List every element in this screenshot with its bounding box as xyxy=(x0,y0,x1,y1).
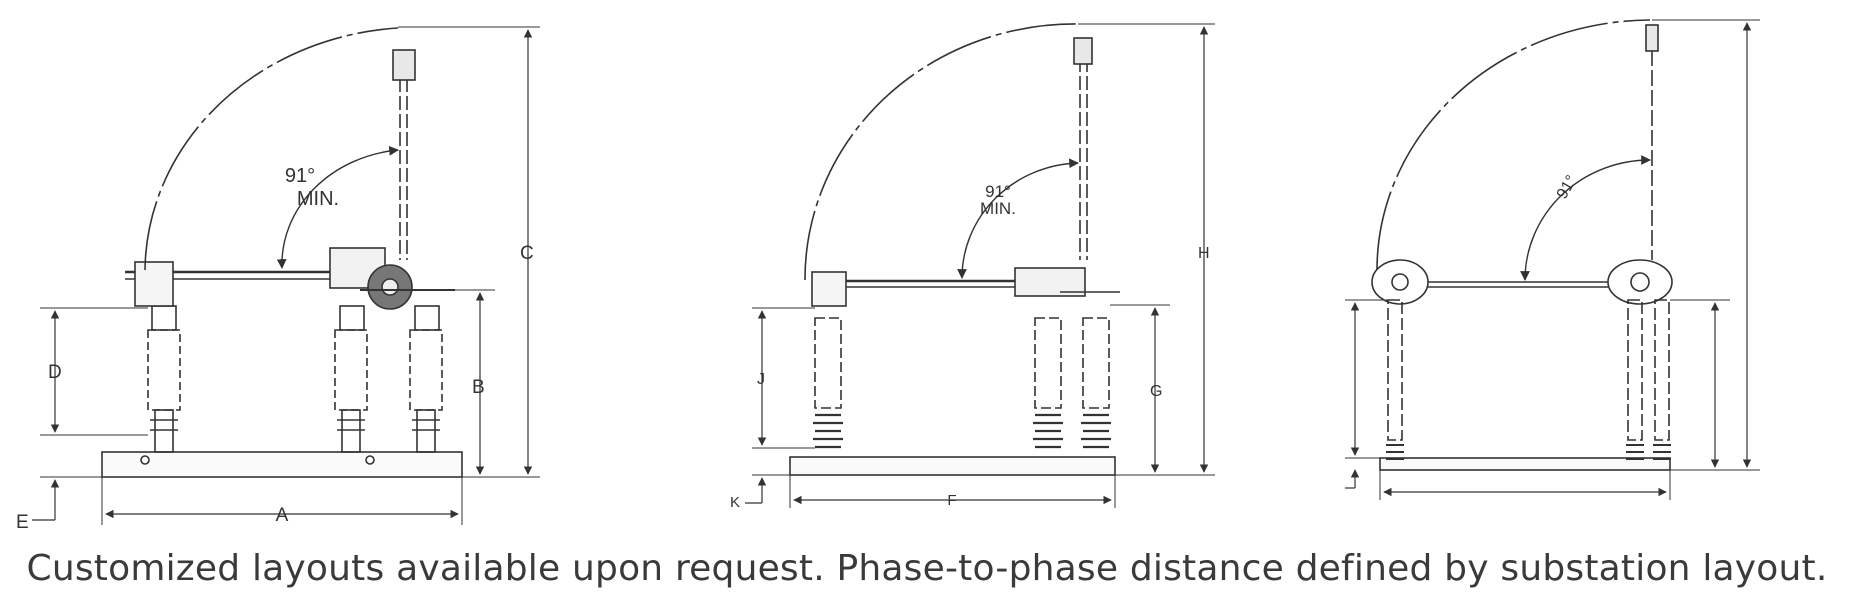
center-labels: 91° MIN. H G J K F xyxy=(730,182,1210,511)
left-dim-e: E xyxy=(16,512,29,530)
left-dim-a: A xyxy=(276,505,289,526)
center-insulator-1 xyxy=(813,317,843,449)
center-view xyxy=(745,23,1215,508)
center-base xyxy=(789,456,1116,476)
left-dim-b: B xyxy=(472,377,485,398)
left-blade-contact xyxy=(392,49,416,81)
center-dim-g: G xyxy=(1150,383,1162,400)
caption: Customized layouts available upon reques… xyxy=(26,548,1828,589)
left-insulator-3 xyxy=(409,305,443,453)
right-labels: 91° xyxy=(1554,173,1581,202)
left-labels: 91° MIN. C B D E A xyxy=(16,165,534,530)
switch-drawings: 91° MIN. C B D E A xyxy=(16,19,1760,530)
center-angle-note: MIN. xyxy=(980,199,1016,218)
right-insulator-2 xyxy=(1626,299,1644,460)
right-insulator-1 xyxy=(1386,299,1404,460)
right-terminal-right xyxy=(1607,259,1673,305)
center-insulator-2 xyxy=(1033,317,1063,449)
center-dim-j: J xyxy=(757,371,765,388)
left-insulator-2 xyxy=(334,305,368,453)
center-dim-f: F xyxy=(947,492,956,509)
left-dim-d: D xyxy=(48,362,62,383)
center-angle-value: 91° xyxy=(985,182,1011,201)
center-dim-k: K xyxy=(730,494,740,511)
right-view xyxy=(1345,19,1760,500)
center-blade-contact xyxy=(1073,37,1093,65)
left-insulator-1 xyxy=(147,305,181,453)
right-angle-value: 91° xyxy=(1554,173,1581,202)
right-insulator-3 xyxy=(1653,299,1671,460)
center-insulator-3 xyxy=(1081,317,1111,449)
right-base xyxy=(1379,457,1671,471)
right-terminal-left xyxy=(1371,259,1429,305)
right-blade-contact xyxy=(1645,24,1659,52)
left-view xyxy=(32,26,540,525)
center-dim-h: H xyxy=(1198,245,1210,262)
left-angle-note: MIN. xyxy=(297,188,339,210)
left-base xyxy=(101,451,463,478)
left-dim-c: C xyxy=(520,243,534,264)
left-angle-value: 91° xyxy=(285,165,315,187)
